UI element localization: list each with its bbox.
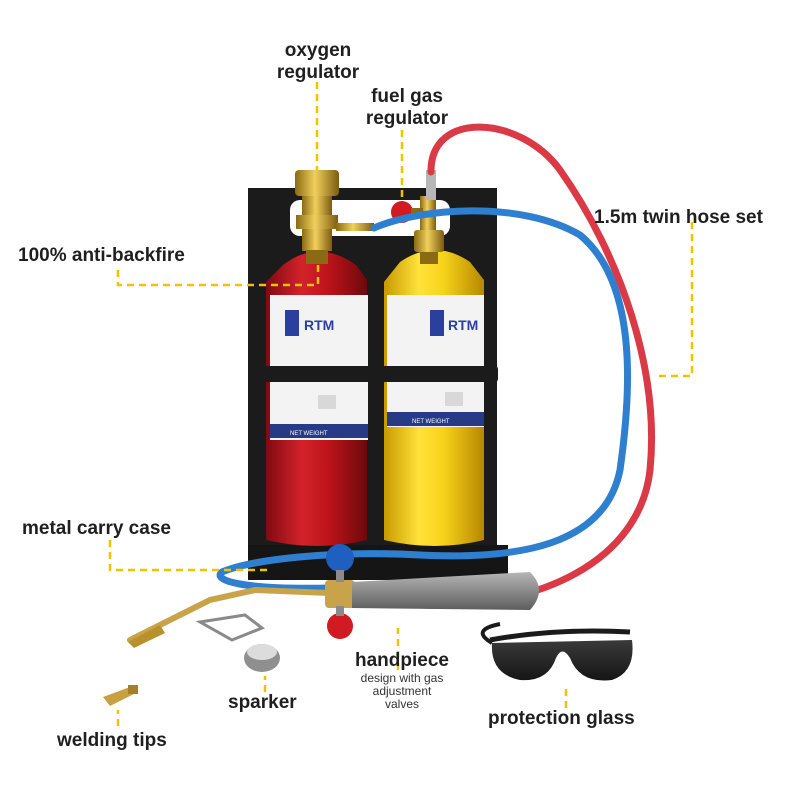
oxygen-bottle: RTM NET WEIGHT <box>266 251 368 546</box>
left-bottle-weight: NET WEIGHT <box>290 431 328 437</box>
oxygen-regulator-label: oxygen regulator <box>276 40 360 83</box>
twin-hose-set-label: 1.5m twin hose set <box>594 207 763 228</box>
protection-glasses <box>480 622 633 681</box>
anti-backfire-label: 100% anti-backfire <box>18 245 185 266</box>
handpiece-label: handpiece <box>355 650 449 671</box>
welding-tips-label: welding tips <box>57 730 167 751</box>
welding-tip <box>103 685 138 706</box>
metal-carry-case-label: metal carry case <box>22 518 171 539</box>
left-bottle-brand: RTM <box>304 317 334 333</box>
oxygen-regulator <box>295 170 374 264</box>
handpiece <box>127 544 539 648</box>
fuel-gas-regulator-label: fuel gas regulator <box>365 86 449 129</box>
sparker-label: sparker <box>228 692 297 713</box>
sparker <box>195 613 280 672</box>
handpiece-description: design with gas adjustment valves <box>360 671 444 711</box>
protection-glass-label: protection glass <box>488 708 635 729</box>
bottle-strap <box>260 366 498 382</box>
right-bottle-brand: RTM <box>448 317 478 333</box>
fuel-gas-bottle: RTM NET WEIGHT <box>384 250 484 546</box>
right-bottle-weight: NET WEIGHT <box>412 419 450 425</box>
leader-lines <box>108 82 694 726</box>
